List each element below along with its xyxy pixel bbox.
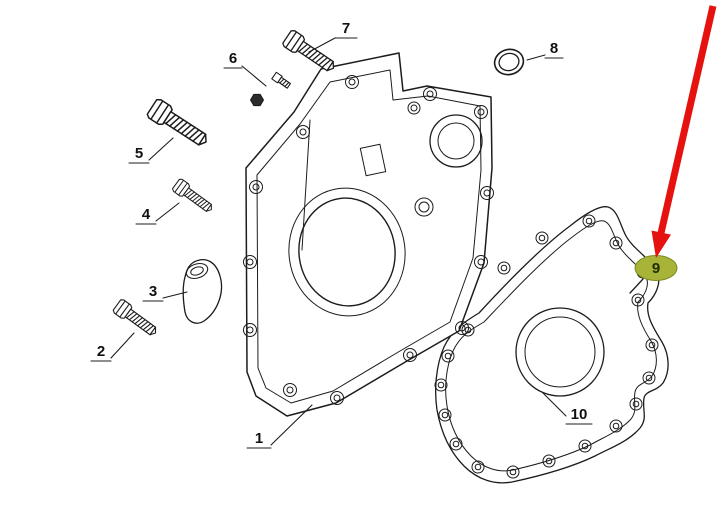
part-7-bolt [281,28,340,77]
callout-4-label: 4 [142,206,151,223]
part-5-bolt [145,97,213,152]
callout-7-label: 7 [342,20,350,37]
callout-6: 6 [223,50,267,87]
callout-4: 4 [135,202,180,225]
callout-5: 5 [128,137,174,164]
part-4-bolt [171,177,217,217]
callout-7: 7 [308,20,358,53]
highlighted-callout-9: 9 [629,255,678,294]
callout-6-label: 6 [229,50,237,67]
part-10-gasket [434,206,669,484]
callout-8-label: 8 [550,40,558,57]
callout-5-label: 5 [135,145,143,162]
pointer-arrow [651,5,717,258]
cover-idler-opening [429,114,483,168]
callout-2-label: 2 [97,343,105,360]
callout-8: 8 [526,40,564,61]
part-6-plug-and-nut [250,71,291,107]
callouts: 1 2 3 4 5 [90,20,593,449]
part-3-cover-piece [182,259,223,324]
callout-1: 1 [246,404,313,449]
callout-10-label: 10 [571,406,588,423]
part-1-timing-cover [243,52,494,417]
callout-3-label: 3 [149,283,157,300]
callout-2: 2 [90,332,135,362]
cover-bolt-holes [243,75,494,405]
part-8-o-ring [493,48,525,76]
callout-10: 10 [541,391,593,425]
nut [250,93,264,107]
callout-9-label: 9 [652,260,660,277]
callout-3: 3 [142,283,188,302]
callout-1-label: 1 [255,430,263,447]
gasket-crank-opening [515,307,605,397]
cover-crank-opening [288,187,406,317]
part-2-bolt [111,297,161,341]
